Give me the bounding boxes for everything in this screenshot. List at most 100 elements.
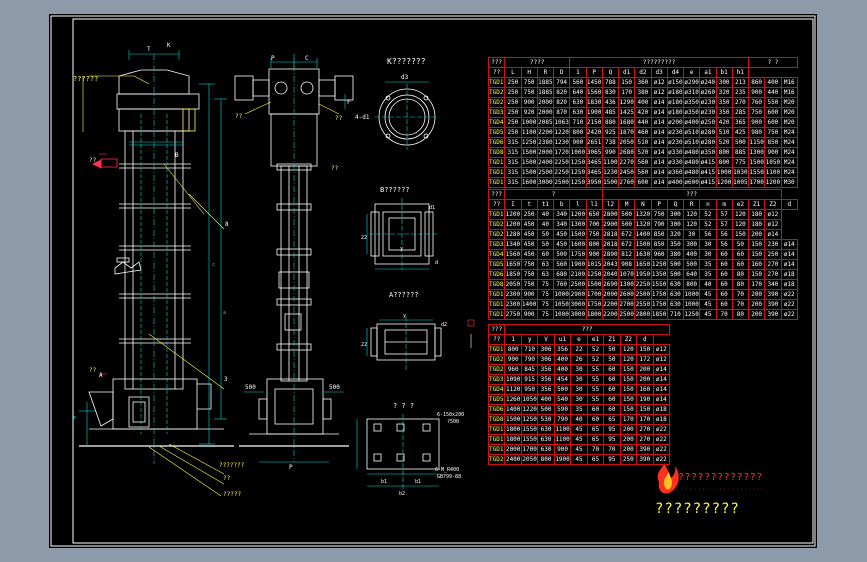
value-cell: 1000 bbox=[682, 289, 701, 300]
value-cell: 213 bbox=[731, 77, 750, 88]
value-cell: ø280 bbox=[699, 137, 717, 148]
value-cell: 75 bbox=[536, 299, 555, 310]
foundation-note2: 6-M_R400 bbox=[435, 467, 459, 473]
value-cell: 270 bbox=[731, 97, 750, 108]
table-row: TGD63031512502380123090026517382050510ø1… bbox=[487, 137, 798, 148]
value-cell: 250 bbox=[504, 77, 522, 88]
value-cell: 630 bbox=[569, 97, 587, 108]
value-cell: 170 bbox=[619, 414, 638, 425]
value-cell: 750 bbox=[520, 269, 538, 280]
value-cell: 52 bbox=[699, 209, 717, 220]
value-cell: ø18 bbox=[780, 279, 798, 290]
foundation-note2b: GB799-88 bbox=[437, 474, 461, 480]
value-cell: 60 bbox=[603, 404, 621, 415]
value-cell: 550 bbox=[764, 97, 782, 108]
value-cell: 356 bbox=[553, 344, 572, 355]
value-cell: 2818 bbox=[601, 229, 620, 240]
value-cell: 680 bbox=[552, 269, 571, 280]
table-row: TGD3151090915356454305560150200ø14 bbox=[487, 374, 671, 385]
value-cell: 65 bbox=[586, 454, 605, 465]
view-b-title: B?????? bbox=[380, 186, 410, 194]
value-cell: 2300 bbox=[504, 299, 522, 310]
value-cell: 960 bbox=[650, 249, 668, 260]
value-cell: ø200 bbox=[666, 117, 685, 128]
column-header-cell: N bbox=[634, 199, 652, 210]
value-cell: 800 bbox=[585, 239, 603, 250]
value-cell: 760 bbox=[552, 279, 571, 290]
value-cell: ø280 bbox=[699, 127, 717, 138]
value-cell: 1280 bbox=[504, 229, 522, 240]
value-cell: 250 bbox=[504, 97, 522, 108]
value-cell: 306 bbox=[537, 354, 555, 365]
value-cell: 1050 bbox=[764, 157, 782, 168]
value-cell: 1800 bbox=[504, 424, 522, 435]
view-k-title: K??????? bbox=[387, 57, 426, 66]
table-2-body: TGD1601200250403401200650280050013207503… bbox=[487, 209, 798, 320]
value-cell: 900 bbox=[764, 147, 782, 158]
column-header-cell: l1 bbox=[585, 199, 603, 210]
value-cell: 750 bbox=[747, 107, 766, 118]
value-cell: M24 bbox=[780, 167, 798, 178]
value-cell: 750 bbox=[585, 229, 603, 240]
value-cell: ø290 bbox=[682, 77, 701, 88]
dim-c: c bbox=[212, 262, 215, 268]
value-cell: 1700 bbox=[520, 444, 539, 455]
value-cell: 1700 bbox=[585, 289, 603, 300]
column-header-cell: P bbox=[650, 199, 668, 210]
bottom-callout-2: ?? bbox=[223, 475, 231, 482]
front-top-callout: ?????? bbox=[73, 75, 98, 83]
value-cell: 2200 bbox=[601, 299, 620, 310]
value-cell: 710 bbox=[569, 117, 587, 128]
value-cell: 2400 bbox=[504, 454, 522, 465]
value-cell: 60 bbox=[731, 249, 750, 260]
value-cell: 400 bbox=[634, 97, 652, 108]
column-header-cell: d3 bbox=[650, 67, 668, 78]
value-cell: 60 bbox=[715, 249, 733, 260]
value-cell: ø12 bbox=[764, 219, 782, 230]
model-cell: TGD400 bbox=[487, 249, 506, 260]
value-cell: 200 bbox=[747, 299, 766, 310]
table-row: TGD160800710306356225250120150ø12 bbox=[487, 344, 671, 355]
value-cell: 2270 bbox=[617, 157, 636, 168]
column-header-cell: t1 bbox=[536, 199, 555, 210]
value-cell: 65 bbox=[586, 434, 605, 445]
column-header-cell: V bbox=[537, 334, 555, 345]
value-cell: 95 bbox=[603, 454, 621, 465]
value-cell: 50 bbox=[536, 239, 555, 250]
value-cell: 630 bbox=[537, 444, 555, 455]
model-cell: TGD630 bbox=[487, 137, 506, 148]
value-cell: ø230 bbox=[666, 137, 685, 148]
value-cell: 50 bbox=[603, 354, 621, 365]
value-cell: 2200 bbox=[601, 309, 620, 320]
value-cell: 900 bbox=[585, 249, 603, 260]
value-cell: 2150 bbox=[585, 117, 603, 128]
value-cell: 120 bbox=[682, 219, 701, 230]
model-cell: TGD200 bbox=[487, 87, 506, 98]
value-cell: 915 bbox=[520, 374, 539, 385]
table-row: TGD315250920200087063019004851425420ø14ø… bbox=[487, 107, 798, 118]
value-cell: 356 bbox=[537, 364, 555, 375]
value-cell: ø350 bbox=[682, 97, 701, 108]
value-cell: 1320 bbox=[634, 219, 652, 230]
value-cell: 800 bbox=[715, 147, 733, 158]
value-cell: 200 bbox=[619, 444, 638, 455]
value-cell: 1800 bbox=[585, 309, 603, 320]
value-cell: 65 bbox=[603, 414, 621, 425]
side-label-f: F bbox=[347, 99, 351, 106]
value-cell: 340 bbox=[552, 219, 571, 230]
value-cell: 2050 bbox=[504, 279, 522, 290]
column-header-cell: R bbox=[536, 67, 555, 78]
value-cell: 1063 bbox=[552, 117, 571, 128]
value-cell: 2600 bbox=[617, 289, 636, 300]
value-cell: 95 bbox=[603, 434, 621, 445]
value-cell: 1600 bbox=[569, 239, 587, 250]
value-cell: 1550 bbox=[747, 167, 766, 178]
model-cell: TGD315 bbox=[487, 107, 506, 118]
column-header-cell: M bbox=[617, 199, 636, 210]
value-cell: 750 bbox=[764, 127, 782, 138]
value-cell: 270 bbox=[636, 424, 654, 435]
value-cell: 750 bbox=[520, 77, 538, 88]
value-cell: 300 bbox=[682, 239, 701, 250]
value-cell: 150 bbox=[619, 404, 638, 415]
column-header-cell: d bbox=[780, 199, 798, 210]
